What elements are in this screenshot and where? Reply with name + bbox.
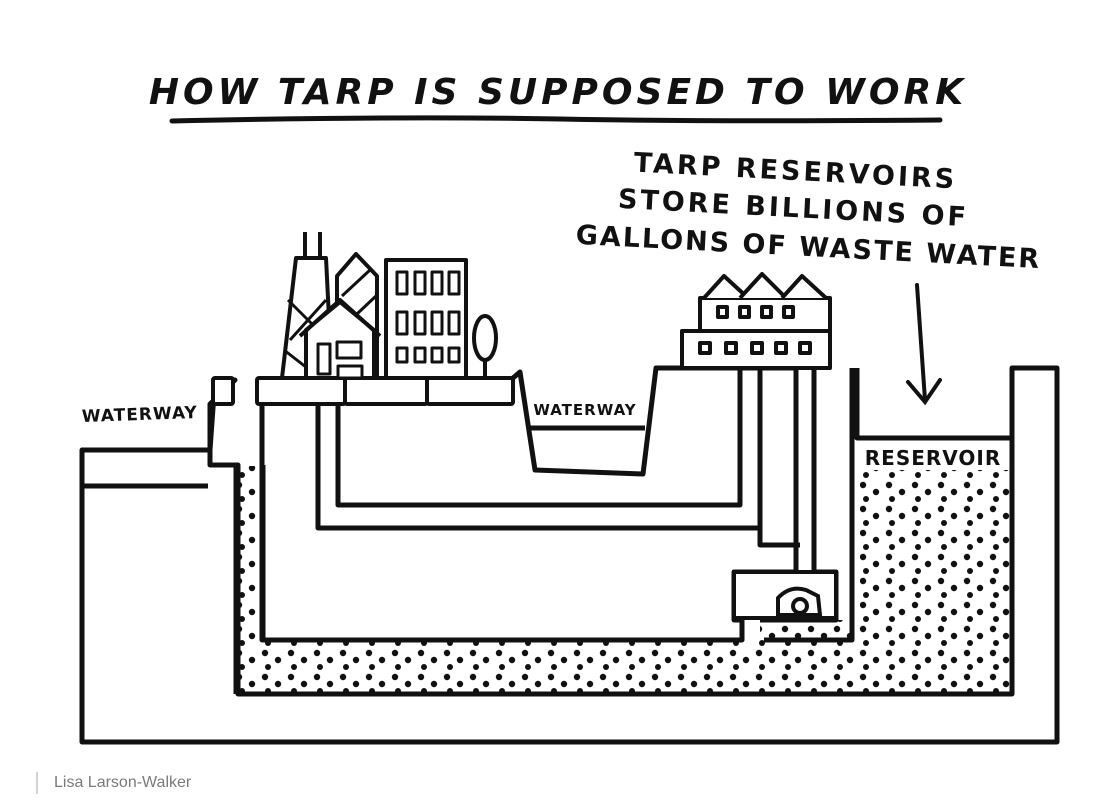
pump-station — [732, 570, 838, 620]
label-waterway-left: WATERWAY — [82, 403, 199, 427]
diagram-title: HOW TARP IS SUPPOSED TO WORK — [149, 72, 967, 113]
callout: TARP RESERVOIRS STORE BILLIONS OF GALLON… — [575, 148, 1042, 276]
reservoir-gravel — [860, 470, 1010, 620]
label-waterway-middle: WATERWAY — [533, 401, 636, 419]
down-arrow-icon — [906, 283, 942, 406]
street-blocks — [211, 376, 515, 406]
skyline — [280, 232, 498, 380]
callout-line-3: GALLONS OF WASTE WATER — [575, 220, 1042, 275]
treatment-plant — [680, 272, 832, 370]
gravel-left — [238, 466, 1010, 692]
title-underline — [169, 115, 943, 124]
label-reservoir: RESERVOIR — [865, 446, 1002, 470]
image-credit: Lisa Larson-Walker — [36, 772, 191, 794]
